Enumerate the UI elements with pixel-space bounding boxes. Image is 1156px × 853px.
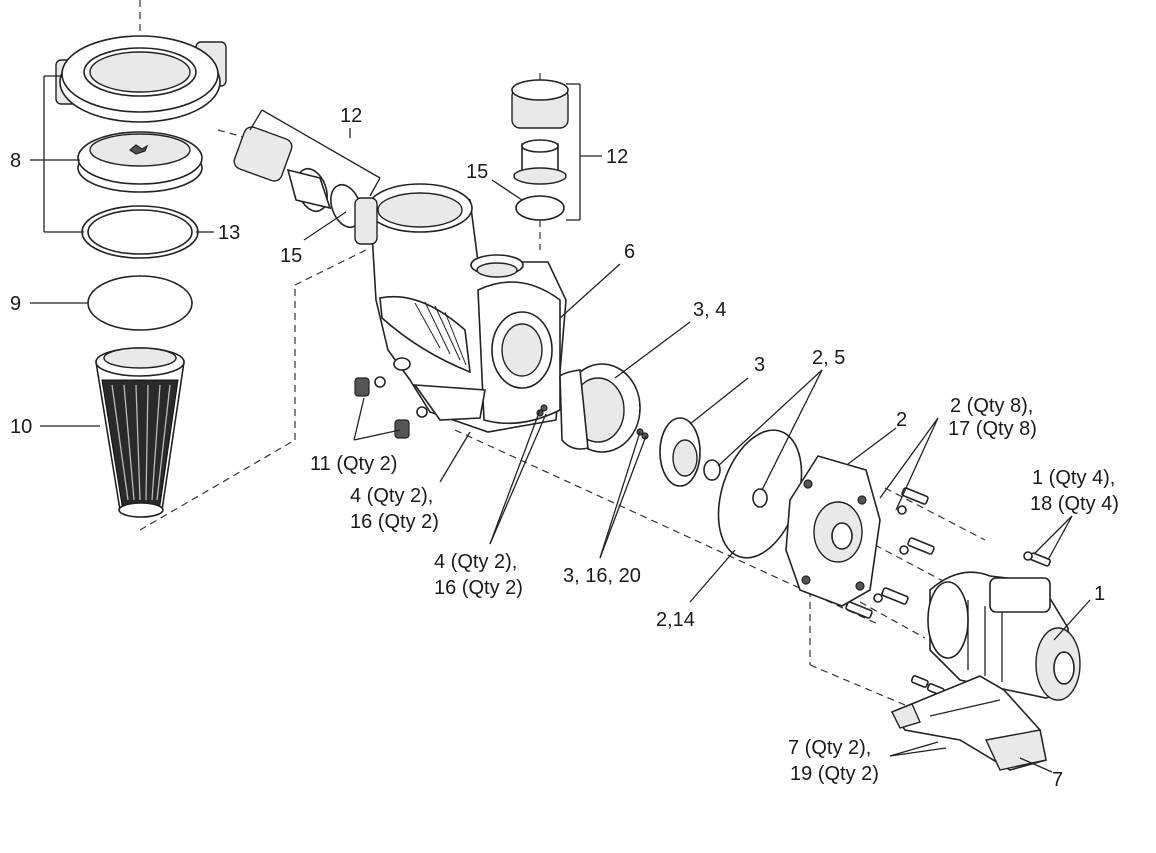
callout-4-qty2-a: 4 (Qty 2), bbox=[350, 485, 433, 507]
callout-7-qty2: 7 (Qty 2), bbox=[788, 737, 871, 759]
callout-6: 6 bbox=[624, 241, 635, 263]
callout-2: 2 bbox=[896, 409, 907, 431]
impeller bbox=[636, 417, 721, 487]
callout-labels: 1 1 (Qty 4), 18 (Qty 4) 2 2 (Qty 8), 17 … bbox=[10, 105, 1119, 791]
callout-12-left: 12 bbox=[340, 105, 362, 127]
callout-3-16-20: 3, 16, 20 bbox=[563, 565, 641, 587]
callout-15-left: 15 bbox=[280, 245, 302, 267]
pump-housing bbox=[354, 183, 567, 433]
callout-16-qty2-b: 16 (Qty 2) bbox=[434, 577, 523, 599]
callout-17-qty8: 17 (Qty 8) bbox=[948, 418, 1037, 440]
callout-19-qty2: 19 (Qty 2) bbox=[790, 763, 879, 785]
callout-2-14: 2,14 bbox=[656, 609, 695, 631]
callout-2-qty8: 2 (Qty 8), bbox=[950, 395, 1033, 417]
seal-plate bbox=[785, 455, 881, 607]
callout-10: 10 bbox=[10, 416, 32, 438]
leader-lines bbox=[30, 75, 1091, 773]
strainer-lid bbox=[77, 131, 203, 193]
callout-3-4: 3, 4 bbox=[693, 299, 726, 321]
callout-9: 9 bbox=[10, 293, 21, 315]
lid-clamp-ring bbox=[55, 35, 227, 123]
callout-8: 8 bbox=[10, 150, 21, 172]
diffuser-o-ring bbox=[87, 275, 193, 331]
callout-7: 7 bbox=[1052, 769, 1063, 791]
callout-16-qty2-a: 16 (Qty 2) bbox=[350, 511, 439, 533]
callout-12-top: 12 bbox=[606, 146, 628, 168]
diffuser bbox=[536, 363, 641, 453]
callout-3: 3 bbox=[754, 354, 765, 376]
callout-11-qty2: 11 (Qty 2) bbox=[310, 453, 397, 475]
callout-2-5: 2, 5 bbox=[812, 347, 845, 369]
union-fitting-left bbox=[233, 126, 362, 229]
callout-1: 1 bbox=[1094, 583, 1105, 605]
strainer-basket bbox=[95, 347, 185, 518]
union-fitting-top bbox=[511, 79, 569, 221]
drain-plugs bbox=[354, 357, 428, 439]
callout-13: 13 bbox=[218, 222, 240, 244]
lid-o-ring bbox=[81, 205, 199, 259]
callout-4-qty2-b: 4 (Qty 2), bbox=[434, 551, 517, 573]
motor bbox=[927, 571, 1081, 701]
callout-18-qty4: 18 (Qty 4) bbox=[1030, 493, 1119, 515]
callout-1-qty4: 1 (Qty 4), bbox=[1032, 467, 1115, 489]
callout-15-top: 15 bbox=[466, 161, 488, 183]
pump-base bbox=[890, 675, 1047, 771]
